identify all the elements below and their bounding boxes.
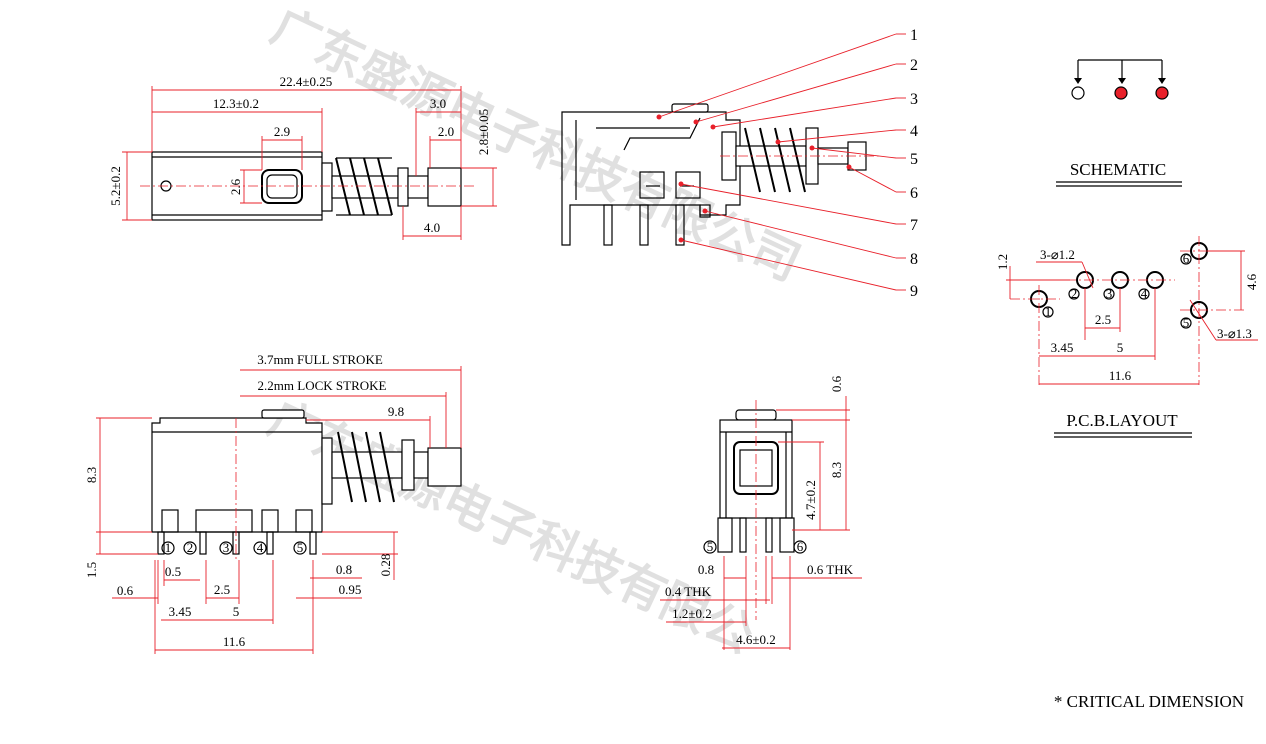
- dim-window-height: 2.6: [228, 178, 243, 195]
- callout-7: 7: [910, 217, 918, 234]
- callout-8: 8: [910, 251, 918, 268]
- section-view-body: [561, 111, 741, 246]
- pcb-dim-3-45: 3.45: [1051, 340, 1074, 355]
- schematic-title: SCHEMATIC: [1070, 160, 1166, 179]
- front-pin-6: 6: [797, 539, 804, 554]
- section-view: [561, 103, 880, 246]
- svg-text:5: 5: [1183, 315, 1190, 330]
- callout-2: 2: [910, 57, 918, 74]
- dim-0-28: 0.28: [378, 554, 393, 577]
- front-dim-8-3: 8.3: [829, 462, 844, 478]
- dim-0-8: 0.8: [336, 562, 352, 577]
- schematic-terminal-closed: [1114, 86, 1128, 100]
- dim-body-height: 5.2±0.2: [108, 166, 123, 206]
- dim-3-45: 3.45: [169, 604, 192, 619]
- side-pin-2: 2: [187, 540, 194, 555]
- pcb-title: P.C.B.LAYOUT: [1066, 411, 1178, 430]
- front-dim-4-6: 4.6±0.2: [736, 632, 776, 647]
- callouts: 1 2 3 4 5 6 7 8 9: [656, 27, 918, 300]
- dim-pin-width: 0.5: [165, 564, 181, 579]
- pcb-hole-small: 3-⌀1.2: [1040, 247, 1075, 262]
- dim-5: 5: [233, 604, 240, 619]
- dim-window-width: 2.9: [274, 124, 290, 139]
- dim-2-5: 2.5: [214, 582, 230, 597]
- dim-9-8: 9.8: [388, 404, 404, 419]
- callout-4: 4: [910, 123, 918, 140]
- schematic-terminal-open: [1071, 86, 1085, 100]
- top-view: 22.4±0.25 12.3±0.2 2.9 2.6 5.2±0.2 3.0 2…: [108, 74, 497, 240]
- dim-body-length: 12.3±0.2: [213, 96, 259, 111]
- pcb-dim-2-5: 2.5: [1095, 312, 1111, 327]
- pcb-layout: 1 2 3 4 5 6 1.2 3-⌀1.2 4.6 3-⌀1.3 2.5 3.…: [995, 236, 1259, 438]
- pcb-dim-5: 5: [1117, 340, 1124, 355]
- top-view-spring: [335, 157, 393, 216]
- front-view: 5 6 0.6 8.3 4.7±0.2 0.8 0.6 THK 0.4 THK …: [660, 375, 862, 650]
- callout-1: 1: [910, 27, 918, 44]
- dim-overall-length: 22.4±0.25: [280, 74, 333, 89]
- top-view-plunger: [427, 167, 462, 207]
- dim-3-0: 3.0: [430, 96, 446, 111]
- side-pin-1: 1: [165, 540, 172, 555]
- pcb-hole-large: 3-⌀1.3: [1217, 326, 1252, 341]
- callout-9: 9: [910, 283, 918, 300]
- front-thk-0-6: 0.6 THK: [807, 562, 854, 577]
- svg-text:6: 6: [1183, 251, 1190, 266]
- pcb-dim-11-6: 11.6: [1109, 368, 1132, 383]
- side-pin-5: 5: [297, 540, 304, 555]
- svg-text:2: 2: [1071, 286, 1078, 301]
- callout-5: 5: [910, 151, 918, 168]
- front-dim-0-6: 0.6: [829, 375, 844, 392]
- callout-6: 6: [910, 185, 918, 202]
- front-pin-5: 5: [707, 539, 714, 554]
- side-pin-3: 3: [223, 540, 230, 555]
- dim-2-0: 2.0: [438, 124, 454, 139]
- dim-lock-stroke: 2.2mm LOCK STROKE: [258, 378, 387, 393]
- front-dim-1-2: 1.2±0.2: [672, 606, 712, 621]
- top-view-window: [261, 169, 303, 204]
- svg-text:3: 3: [1106, 286, 1113, 301]
- side-view: 1 2 3 4 5 3.7mm FULL STROKE 2.2mm LOCK S…: [84, 352, 462, 654]
- critical-dimension-note: * CRITICAL DIMENSION: [1054, 692, 1244, 711]
- dim-plunger-height: 2.8±0.05: [476, 109, 491, 155]
- schematic-terminal-closed: [1155, 86, 1169, 100]
- dim-11-6: 11.6: [223, 634, 246, 649]
- dim-4-0: 4.0: [424, 220, 440, 235]
- svg-text:4: 4: [1141, 286, 1148, 301]
- dim-full-stroke: 3.7mm FULL STROKE: [257, 352, 383, 367]
- front-thk-0-4: 0.4 THK: [665, 584, 712, 599]
- pcb-dim-1-2: 1.2: [995, 254, 1010, 270]
- callout-3: 3: [910, 91, 918, 108]
- dim-pin-height: 1.5: [84, 562, 99, 578]
- dim-0-95: 0.95: [339, 582, 362, 597]
- pcb-dim-4-6: 4.6: [1244, 273, 1259, 290]
- side-pin-4: 4: [257, 540, 264, 555]
- front-dim-0-8: 0.8: [698, 562, 714, 577]
- dim-0-6: 0.6: [117, 583, 134, 598]
- front-dim-4-7: 4.7±0.2: [803, 480, 818, 520]
- schematic: SCHEMATIC: [1056, 59, 1182, 187]
- dim-side-height: 8.3: [84, 467, 99, 483]
- svg-text:1: 1: [1045, 304, 1052, 319]
